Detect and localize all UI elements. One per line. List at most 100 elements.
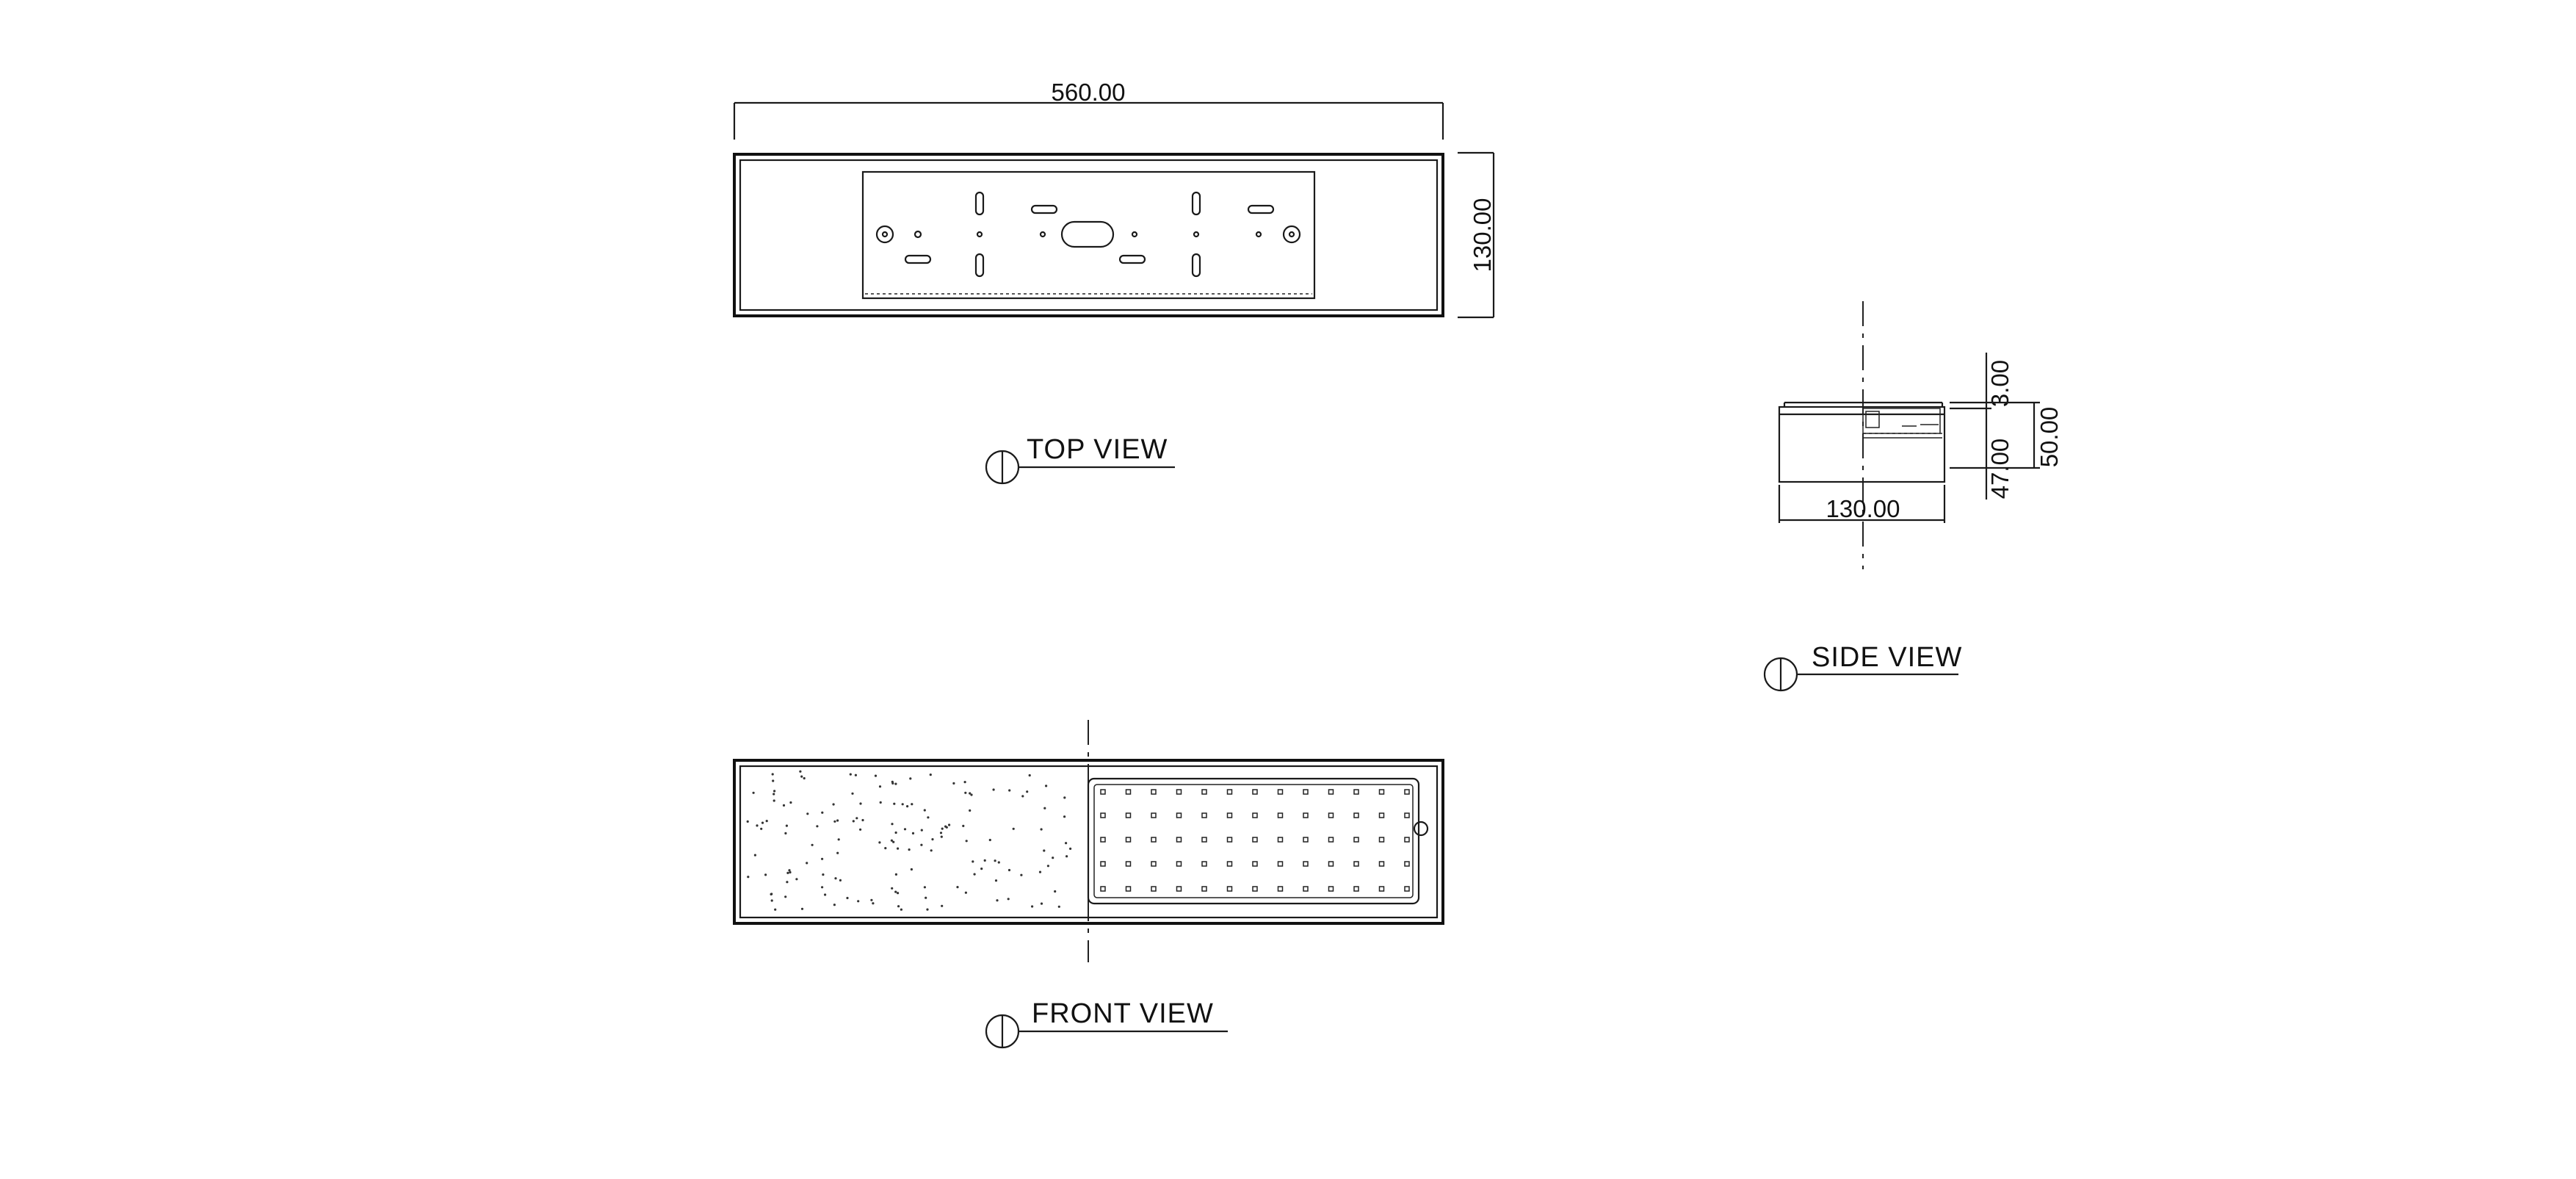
led-chip <box>1201 812 1207 818</box>
led-chip <box>1151 837 1157 843</box>
led-chip <box>1303 861 1309 867</box>
led-chip <box>1176 812 1182 818</box>
led-chip <box>1353 837 1359 843</box>
stipple-dot <box>761 821 764 824</box>
led-chip <box>1252 861 1258 867</box>
stipple-dot <box>900 908 902 911</box>
stipple-dot <box>800 907 804 910</box>
stipple-dot <box>964 791 967 794</box>
top-height-label: 130.00 <box>1469 198 1496 273</box>
stipple-dot <box>956 886 959 889</box>
led-chip <box>1252 789 1258 795</box>
stipple-dot <box>1020 873 1023 876</box>
led-chip <box>1303 837 1309 843</box>
led-chip <box>1100 886 1106 892</box>
stipple-dot <box>1063 815 1066 818</box>
led-chip <box>1201 837 1207 843</box>
stipple-dot <box>764 873 767 876</box>
led-chip <box>1404 861 1410 867</box>
stipple-dot <box>962 824 965 827</box>
stipple-dot <box>893 802 896 805</box>
stipple-dot <box>941 827 944 830</box>
stipple-dot <box>1052 857 1054 859</box>
stipple-dot <box>849 773 852 776</box>
top-view-title: TOP VIEW <box>985 434 1175 485</box>
led-chip <box>1277 886 1284 892</box>
stipple-dot <box>803 776 806 780</box>
stipple-dot <box>874 774 878 777</box>
stipple-dot <box>944 825 947 828</box>
led-chip <box>1353 789 1359 795</box>
stipple-dot <box>1007 868 1011 872</box>
stipple-dot <box>1021 795 1024 798</box>
front-view-title: FRONT VIEW <box>985 998 1228 1049</box>
led-array <box>1100 789 1410 892</box>
stipple-dot <box>992 788 995 791</box>
stipple-dot <box>789 870 792 874</box>
stipple-dot <box>1007 898 1010 901</box>
stipple-dot <box>746 820 749 823</box>
stipple-dot <box>929 774 932 776</box>
stipple-dot <box>770 893 773 895</box>
led-chip <box>1201 861 1207 867</box>
stipple-dot <box>897 905 900 908</box>
led-chip <box>1303 886 1309 892</box>
stipple-dot <box>884 847 887 850</box>
stipple-dot <box>925 896 927 899</box>
cable-entry-hole <box>1060 220 1115 248</box>
driver-box <box>1862 408 1942 439</box>
stipple-dot <box>878 841 881 844</box>
stipple-dot <box>851 792 854 795</box>
stipple-dot <box>784 832 787 834</box>
stipple-dot <box>789 801 792 804</box>
stipple-dot <box>1045 785 1048 787</box>
stipple-dot <box>786 881 789 884</box>
led-chip <box>1303 789 1309 795</box>
stipple-dot <box>799 770 802 773</box>
stipple-dot <box>854 774 857 776</box>
stipple-dot <box>859 828 862 831</box>
stipple-dot <box>771 773 774 776</box>
led-chip <box>1226 812 1233 818</box>
stipple-dot <box>836 851 839 854</box>
stipple-dot <box>773 790 776 793</box>
led-chip <box>1404 837 1410 843</box>
stipple-dot <box>836 819 839 822</box>
led-chip <box>1176 886 1182 892</box>
stipple-dot <box>747 876 750 879</box>
stipple-dot <box>911 832 915 834</box>
stipple-dot <box>806 862 808 865</box>
led-chip <box>1353 886 1359 892</box>
stipple-dot <box>910 868 913 871</box>
led-chip <box>1151 861 1157 867</box>
stipple-dot <box>1063 796 1066 799</box>
stipple-dot <box>923 809 926 812</box>
stipple-dot <box>894 831 897 834</box>
stipple-dot <box>1043 807 1046 810</box>
stipple-dot <box>997 861 1000 864</box>
side-width-label: 130.00 <box>1826 495 1900 522</box>
mounting-plate <box>861 170 1316 300</box>
stipple-dot <box>765 820 768 823</box>
stipple-dot <box>770 899 773 902</box>
stipple-dot <box>906 805 909 808</box>
led-chip <box>1404 812 1410 818</box>
stipple-dot <box>970 793 973 796</box>
stipple-dot <box>1028 774 1031 777</box>
stipple-dot <box>785 824 788 827</box>
stipple-dot <box>852 820 855 823</box>
stipple-dot <box>996 899 999 902</box>
stipple-dot <box>1066 855 1068 858</box>
stipple-dot <box>994 879 998 882</box>
stipple-dot <box>1069 847 1072 850</box>
stipple-dot <box>897 847 900 850</box>
led-chip <box>1277 812 1284 818</box>
stipple-dot <box>821 857 824 860</box>
stipple-dot <box>891 823 894 826</box>
stipple-dot <box>903 828 907 831</box>
side-total-height-dimension: 50.00 <box>1991 401 2063 469</box>
stipple-dot <box>1026 790 1029 793</box>
stipple-dot <box>920 829 923 832</box>
stipple-dot <box>891 782 894 785</box>
stipple-dot <box>839 879 842 881</box>
